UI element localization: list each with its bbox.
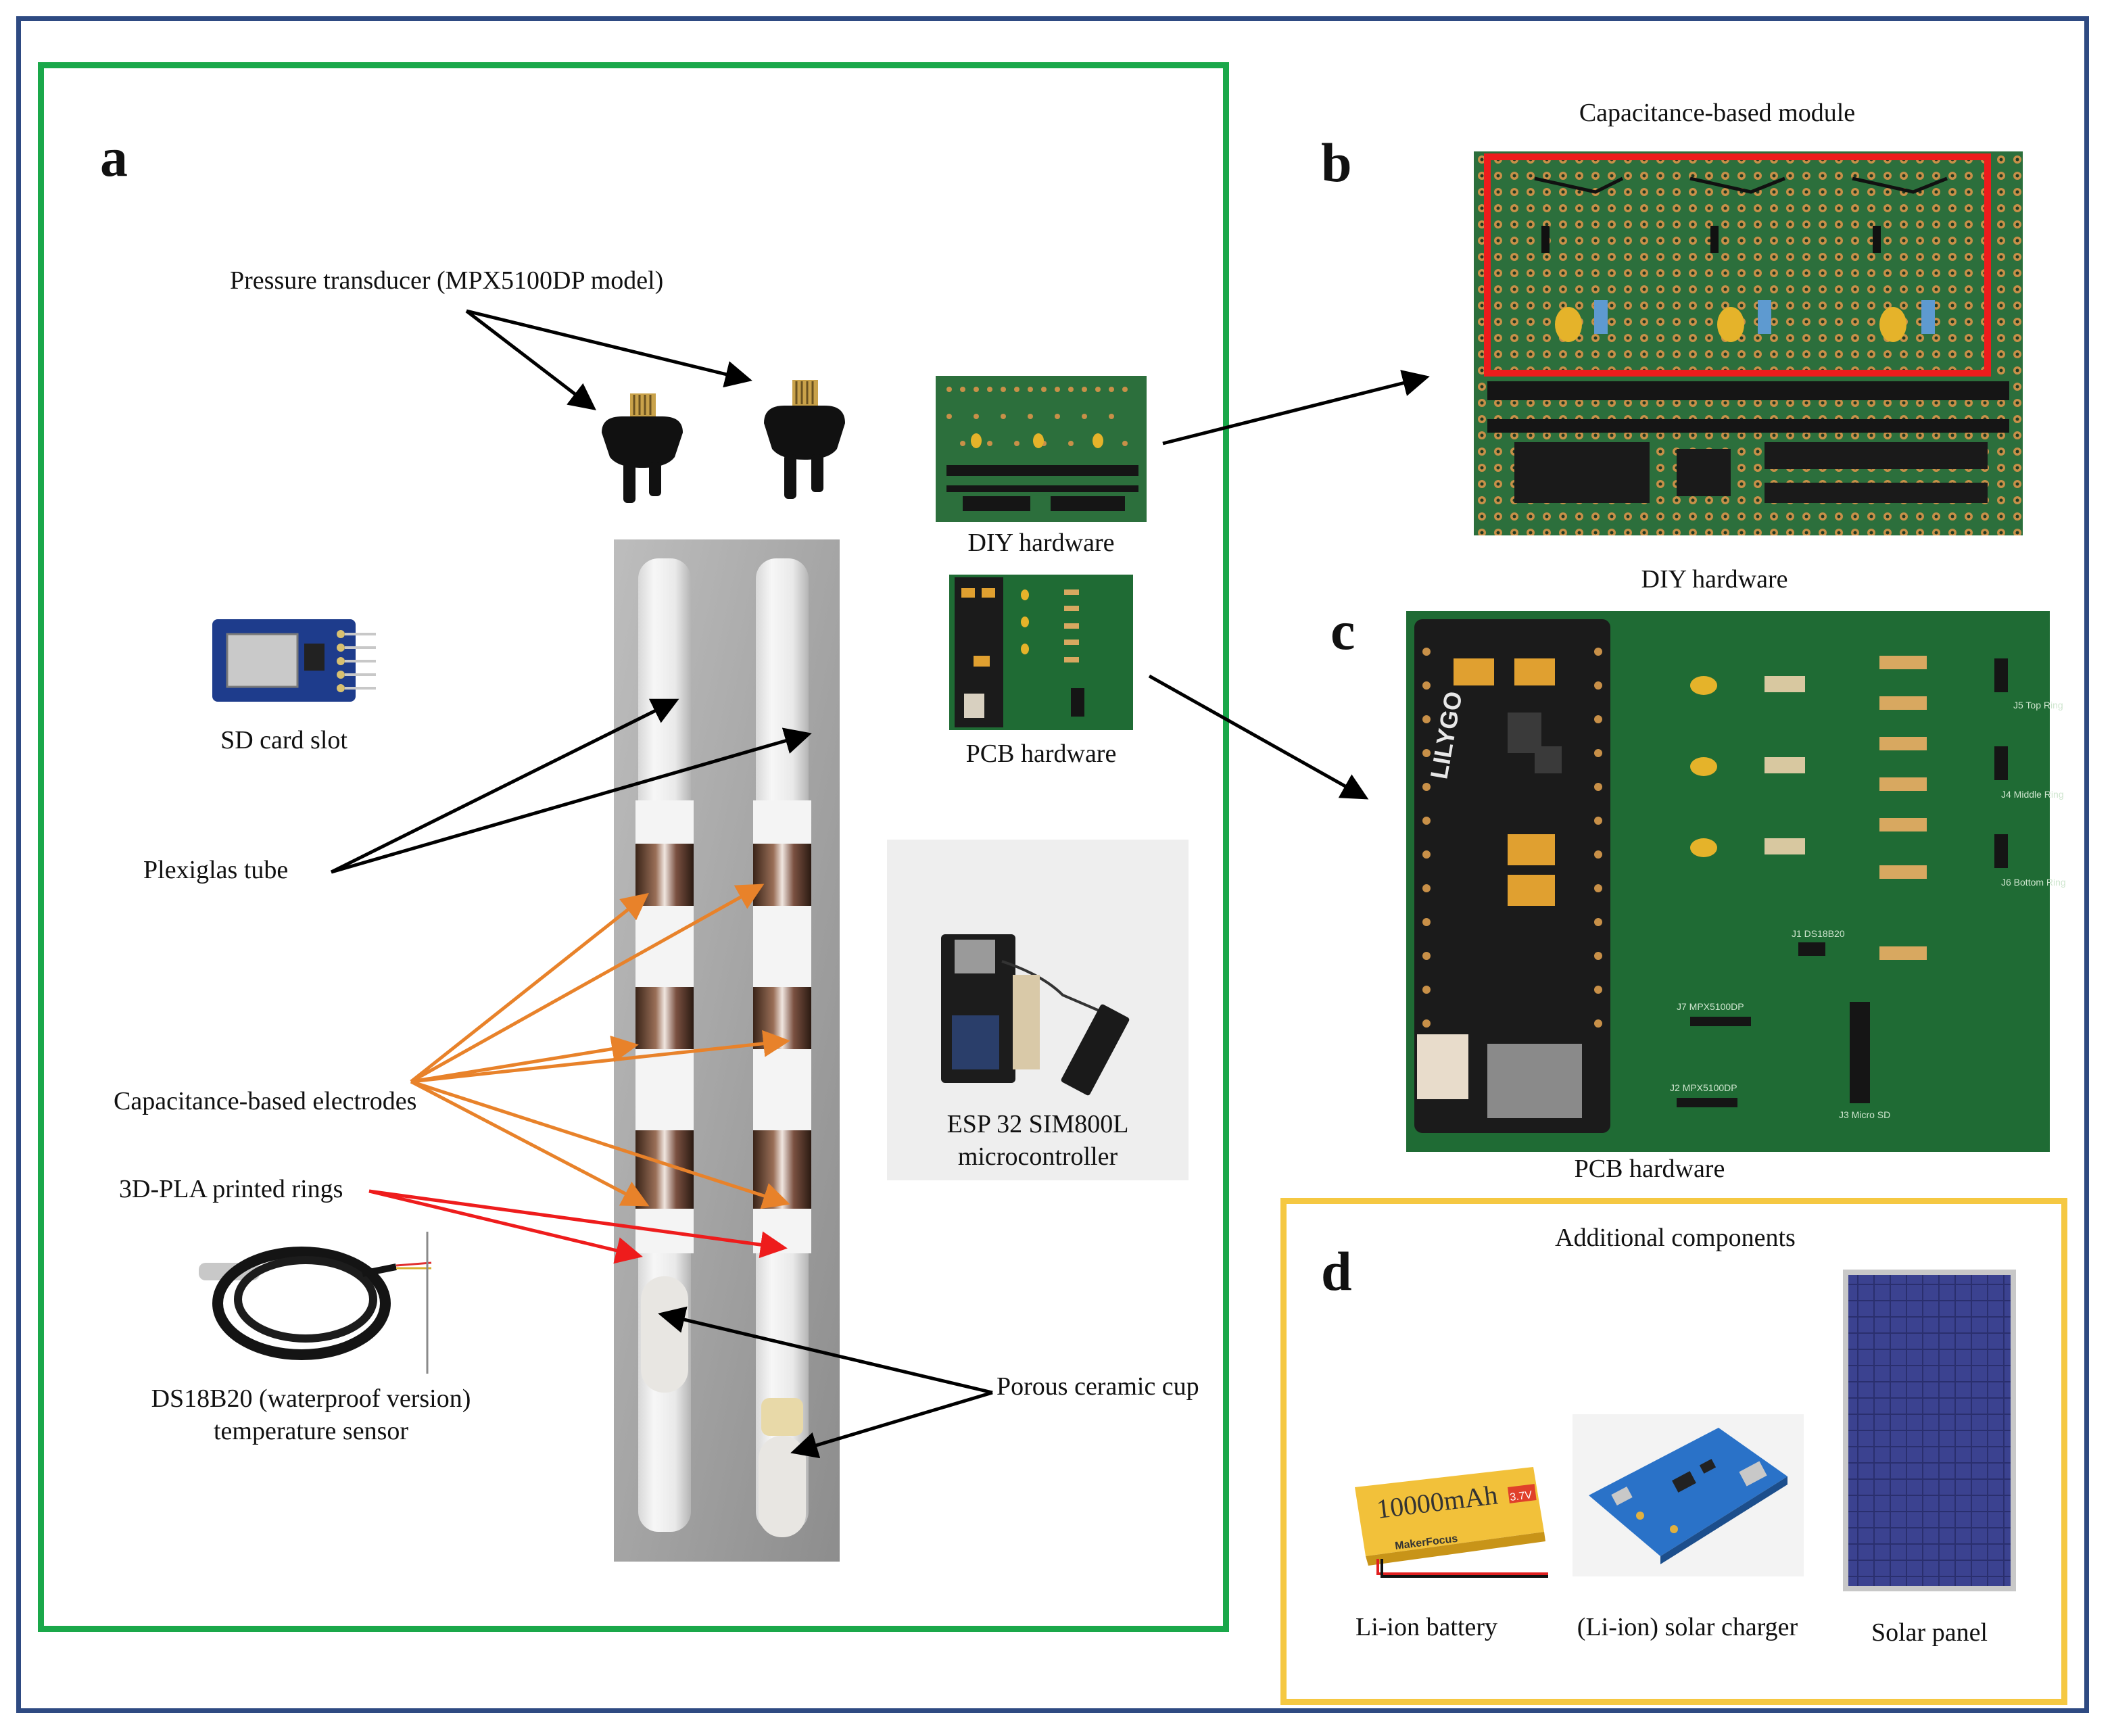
temperature-sensor-photo [199, 1232, 432, 1374]
label-additional-components: Additional components [1555, 1224, 1796, 1252]
pcb-label-micro-sd: J3 Micro SD [1839, 1109, 1890, 1120]
label-solar-panel: Solar panel [1871, 1618, 1988, 1647]
arrow-ring-2 [368, 1189, 788, 1259]
arrow-tube-2 [331, 727, 812, 874]
pcb-label-top-ring: J5 Top Ring [2013, 700, 2063, 710]
arrow-electrode-4 [410, 1030, 790, 1084]
label-capacitance-module: Capacitance-based module [1579, 99, 1856, 127]
li-ion-battery-photo: 10000mAh 3.7V MakerFocus [1355, 1467, 1548, 1578]
pcb-label-middle-ring: J4 Middle Ring [2001, 789, 2064, 800]
pressure-transducer-photo-1 [602, 393, 683, 503]
pcb-label-ds18b20: J1 DS18B20 [1792, 928, 1845, 939]
arrow-pressure-1 [465, 310, 596, 411]
panel-letter-c: c [1330, 600, 1355, 661]
label-esp32-line2: microcontroller [957, 1142, 1118, 1171]
pcb-label-bottom-ring: J6 Bottom Ring [2001, 877, 2066, 888]
arrow-tube-1 [330, 698, 679, 874]
arrow-electrode-2 [410, 884, 765, 1084]
pcb-hardware-small-photo [949, 575, 1133, 730]
diy-hardware-small-photo [936, 376, 1147, 522]
label-sd-card-slot: SD card slot [220, 726, 347, 754]
label-li-ion-battery: Li-ion battery [1355, 1613, 1497, 1641]
panel-letter-d: d [1321, 1240, 1352, 1302]
label-porous-cup: Porous ceramic cup [997, 1372, 1199, 1401]
label-ds18b20-line1: DS18B20 (waterproof version) [151, 1384, 471, 1413]
label-capacitance-electrodes: Capacitance-based electrodes [114, 1087, 417, 1115]
pcb-hardware-large-photo: LILYGO J5 Top Ring J4 Middle Ring J6 Bot… [1406, 611, 2066, 1152]
panel-d-frame [1280, 1198, 2067, 1705]
label-diy-hardware-small: DIY hardware [967, 529, 1115, 557]
sd-card-slot-photo [212, 619, 376, 702]
label-solar-charger: (Li-ion) solar charger [1577, 1613, 1798, 1641]
solar-charger-photo [1573, 1414, 1804, 1576]
outer-frame [16, 16, 2089, 1713]
label-pcb-hardware-small: PCB hardware [965, 740, 1117, 768]
arrow-electrode-5 [410, 1080, 650, 1207]
arrow-to-panel-b [1162, 370, 1430, 445]
label-ds18b20-line2: temperature sensor [213, 1417, 409, 1445]
solar-panel-photo [1843, 1270, 2016, 1591]
arrow-to-panel-c [1148, 674, 1369, 800]
label-esp32-line1: ESP 32 SIM800L [946, 1110, 1129, 1138]
battery-voltage-text: 3.7V [1509, 1489, 1533, 1503]
arrow-electrode-6 [410, 1080, 790, 1209]
label-pressure-transducer: Pressure transducer (MPX5100DP model) [230, 266, 664, 295]
arrow-pressure-2 [466, 309, 752, 388]
label-plexiglas-tube: Plexiglas tube [143, 856, 289, 884]
esp32-microcontroller-photo [887, 840, 1189, 1180]
diy-hardware-large-photo [1474, 151, 2023, 535]
label-pla-rings: 3D-PLA printed rings [119, 1175, 343, 1203]
arrow-cup-1 [658, 1306, 993, 1395]
panel-letter-a: a [100, 126, 128, 188]
panel-a-frame [38, 62, 1229, 1632]
panel-letter-b: b [1321, 132, 1352, 193]
pcb-label-mpx2: J2 MPX5100DP [1670, 1082, 1737, 1093]
arrow-electrode-3 [410, 1035, 639, 1084]
arrow-ring-1 [368, 1189, 643, 1264]
label-pcb-hardware-large: PCB hardware [1574, 1155, 1725, 1183]
pressure-transducer-photo-2 [764, 380, 845, 499]
label-diy-hardware-large: DIY hardware [1641, 565, 1788, 594]
arrow-electrode-1 [410, 892, 649, 1083]
pcb-label-mpx1: J7 MPX5100DP [1677, 1001, 1744, 1012]
arrow-cup-2 [790, 1391, 993, 1459]
